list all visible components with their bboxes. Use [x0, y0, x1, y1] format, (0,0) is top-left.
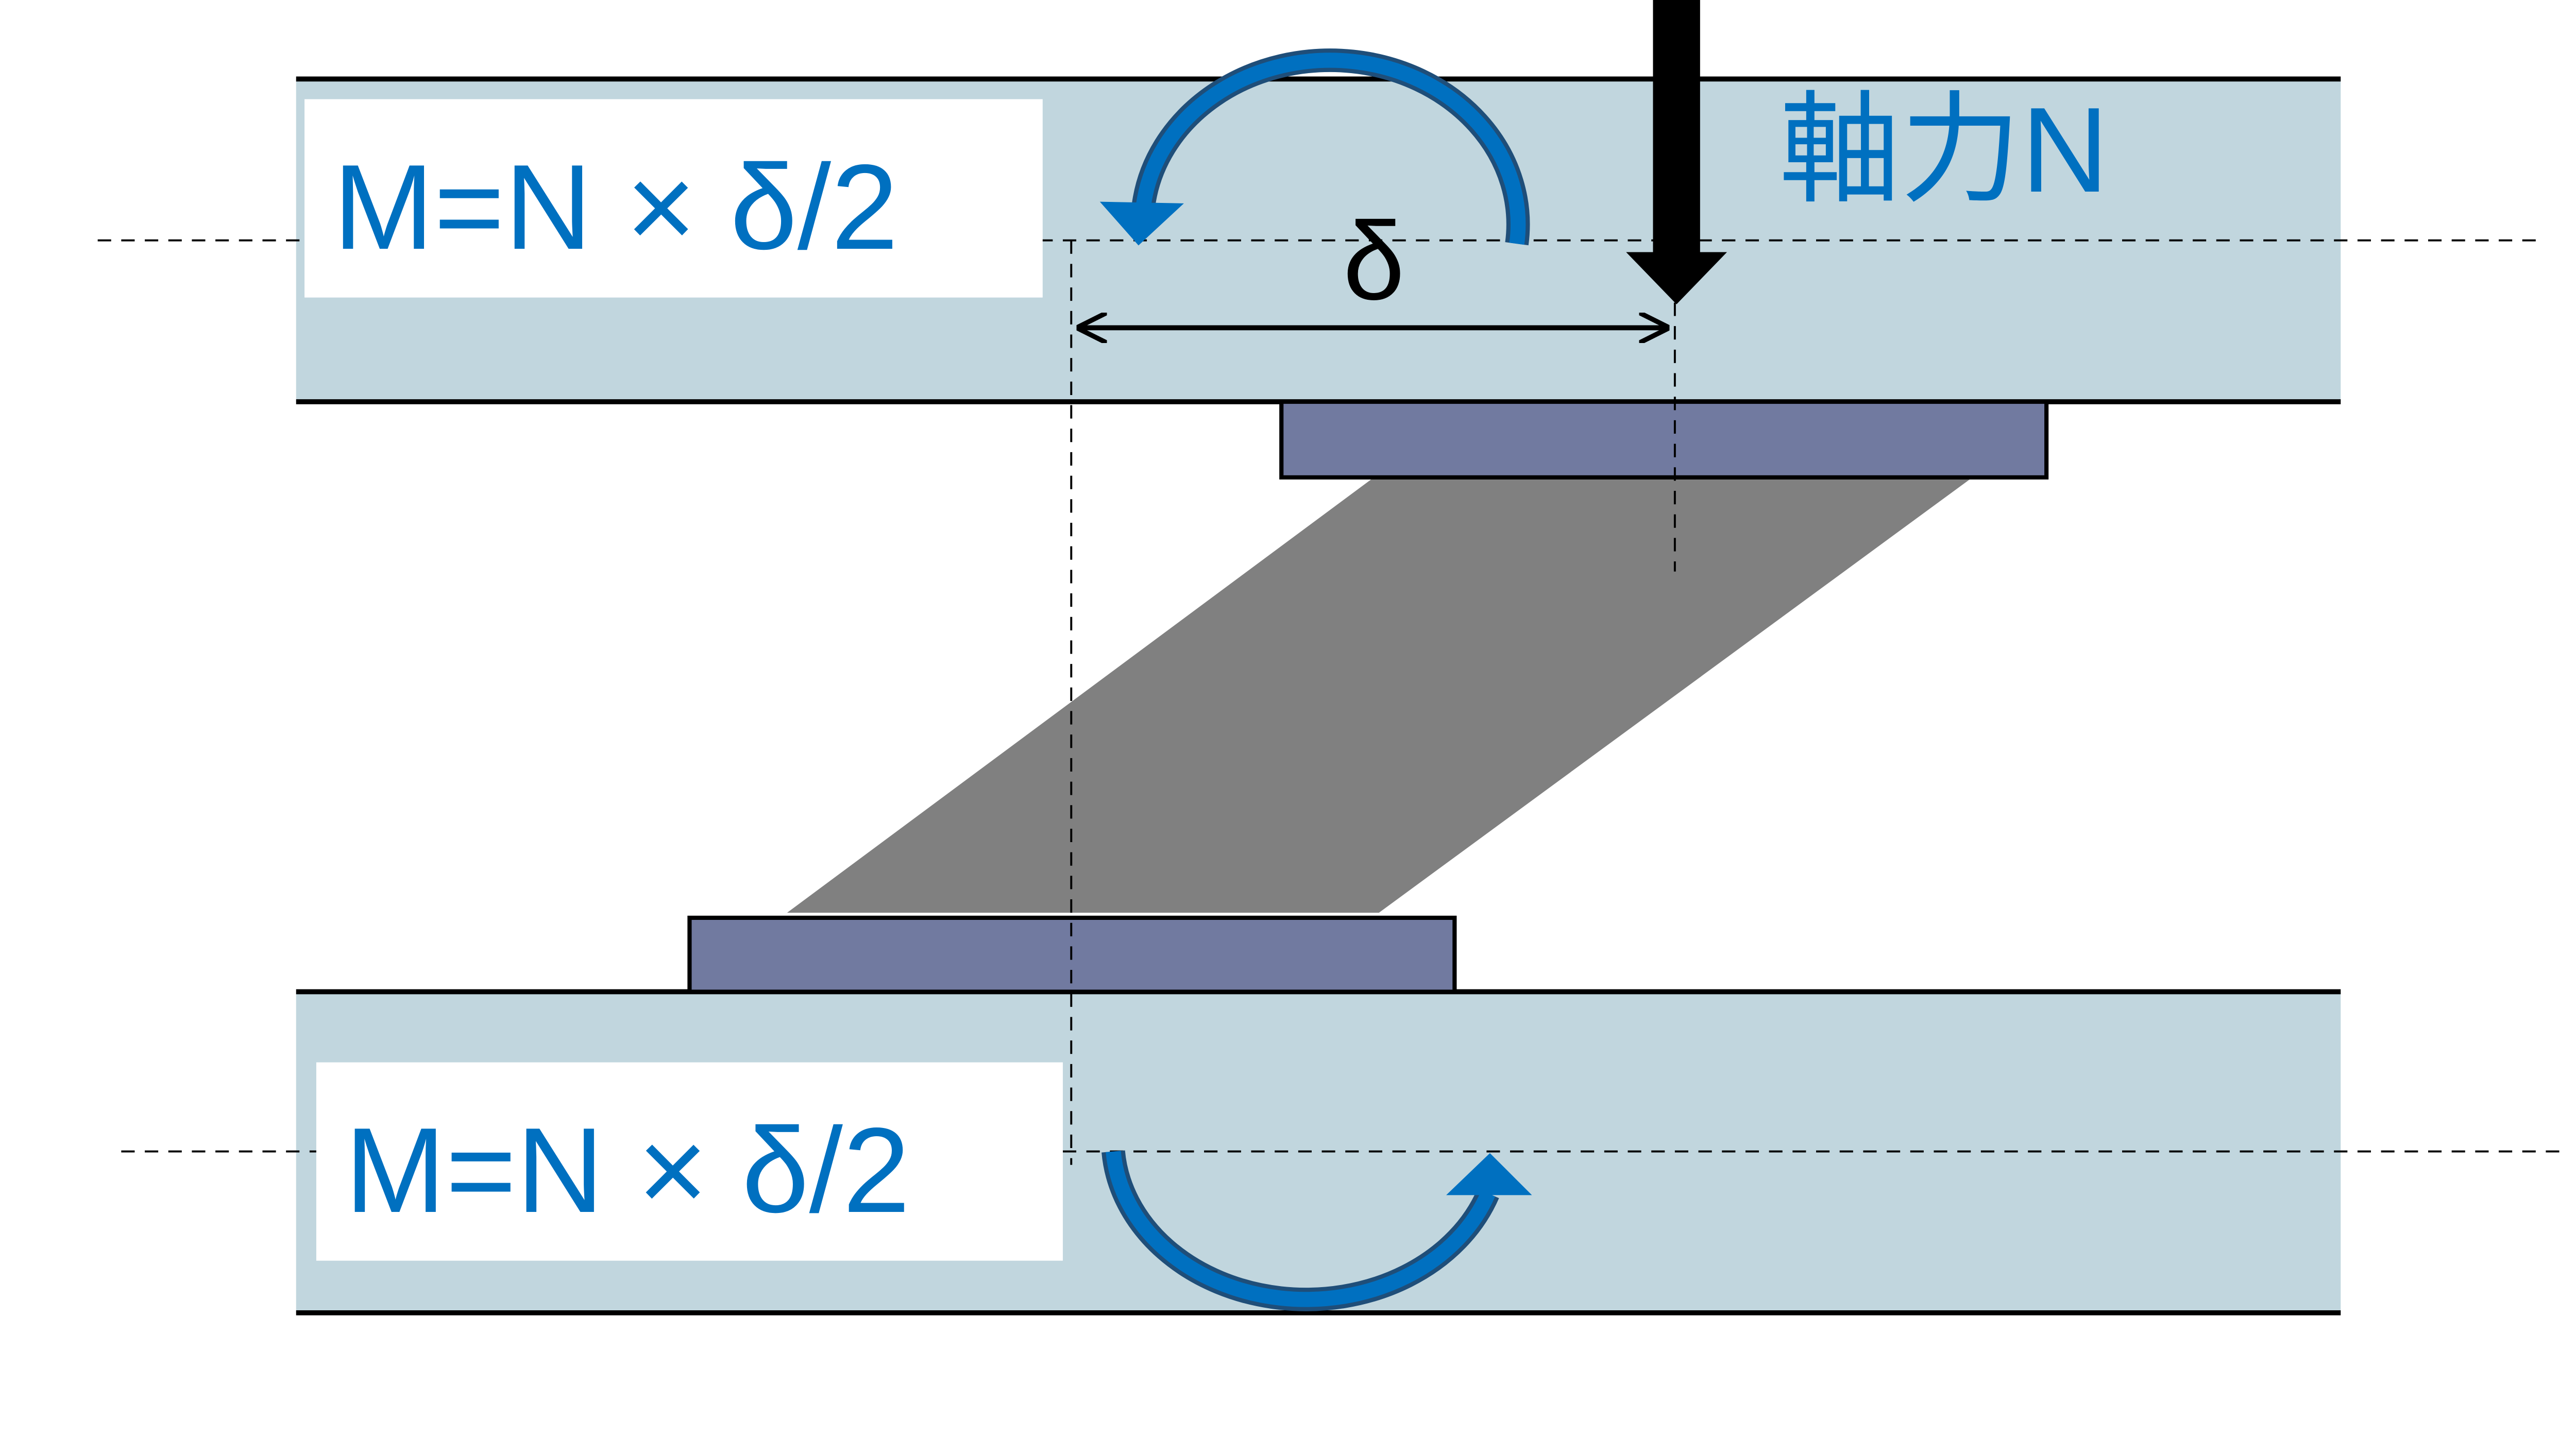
- down-arrow-icon: [1626, 0, 1727, 304]
- upper-moment-formula: M=N × δ/2: [333, 139, 899, 275]
- eccentricity-symbol: δ: [1343, 199, 1405, 323]
- lower-moment-label-box: [316, 1062, 1063, 1261]
- lower-moment-formula: M=N × δ/2: [345, 1102, 910, 1238]
- axial-force-label: 軸力N: [1779, 82, 2109, 217]
- upper-moment-label-box: [304, 99, 1043, 298]
- upper-steel-plate: [1279, 399, 2049, 480]
- sheared-rubber-body: [787, 477, 1973, 913]
- curved-arrow-counterclockwise-icon: [1099, 48, 1530, 246]
- curved-arrow-clockwise-icon: [1101, 1150, 1532, 1311]
